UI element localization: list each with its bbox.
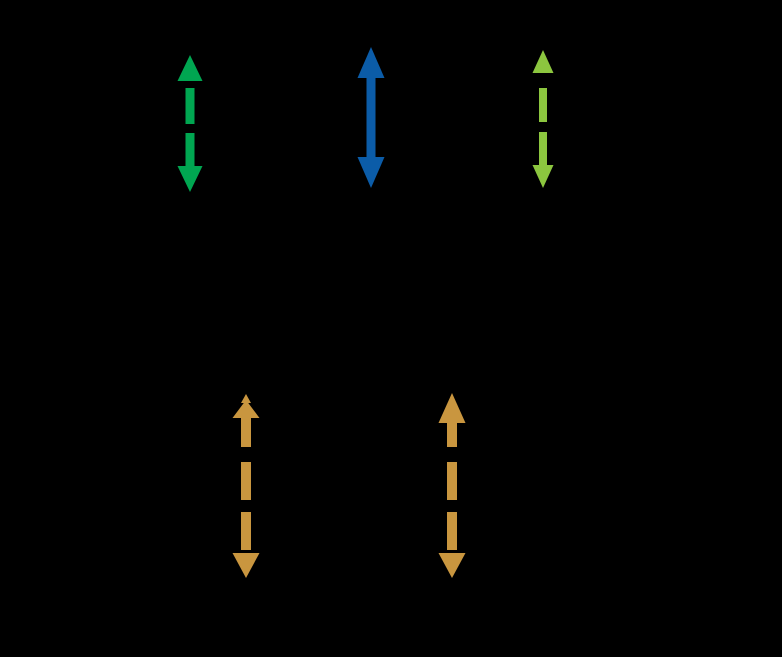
green-shaft-dash-1	[185, 88, 195, 124]
orange-right-dashed-double-arrow[interactable]	[438, 393, 466, 578]
blue-arrow-head-down	[357, 157, 385, 188]
orange-left-shaft-dash-3	[241, 512, 251, 550]
orange-left-arrow-head-down	[232, 553, 260, 578]
orange-left-arrow-tip-small	[241, 394, 251, 403]
blue-shaft	[366, 72, 376, 159]
orange-right-arrow-head-up	[438, 393, 466, 423]
green-arrow-head-up	[177, 55, 203, 81]
light-green-shaft-dash-1	[539, 88, 547, 122]
green-shaft-dash-2	[185, 133, 195, 166]
green-dashed-double-arrow[interactable]	[177, 55, 203, 192]
light-green-shaft-dash-2	[539, 132, 547, 165]
green-arrow-head-down	[177, 166, 203, 192]
orange-left-shaft-dash-1	[241, 415, 251, 447]
orange-left-arrow-head-up	[232, 400, 260, 418]
light-green-arrow-head-down	[532, 165, 554, 188]
orange-right-arrow-head-down	[438, 553, 466, 578]
orange-dashed-double-arrow-layered-tip[interactable]	[232, 394, 260, 578]
light-green-arrow-head-up	[532, 50, 554, 73]
blue-solid-double-arrow[interactable]	[357, 47, 385, 188]
orange-right-shaft-dash-1	[447, 415, 457, 447]
light-green-dashed-double-arrow[interactable]	[532, 50, 554, 188]
orange-right-shaft-dash-3	[447, 512, 457, 550]
blue-arrow-head-up	[357, 47, 385, 78]
orange-left-shaft-dash-2	[241, 462, 251, 500]
orange-right-shaft-dash-2	[447, 462, 457, 500]
